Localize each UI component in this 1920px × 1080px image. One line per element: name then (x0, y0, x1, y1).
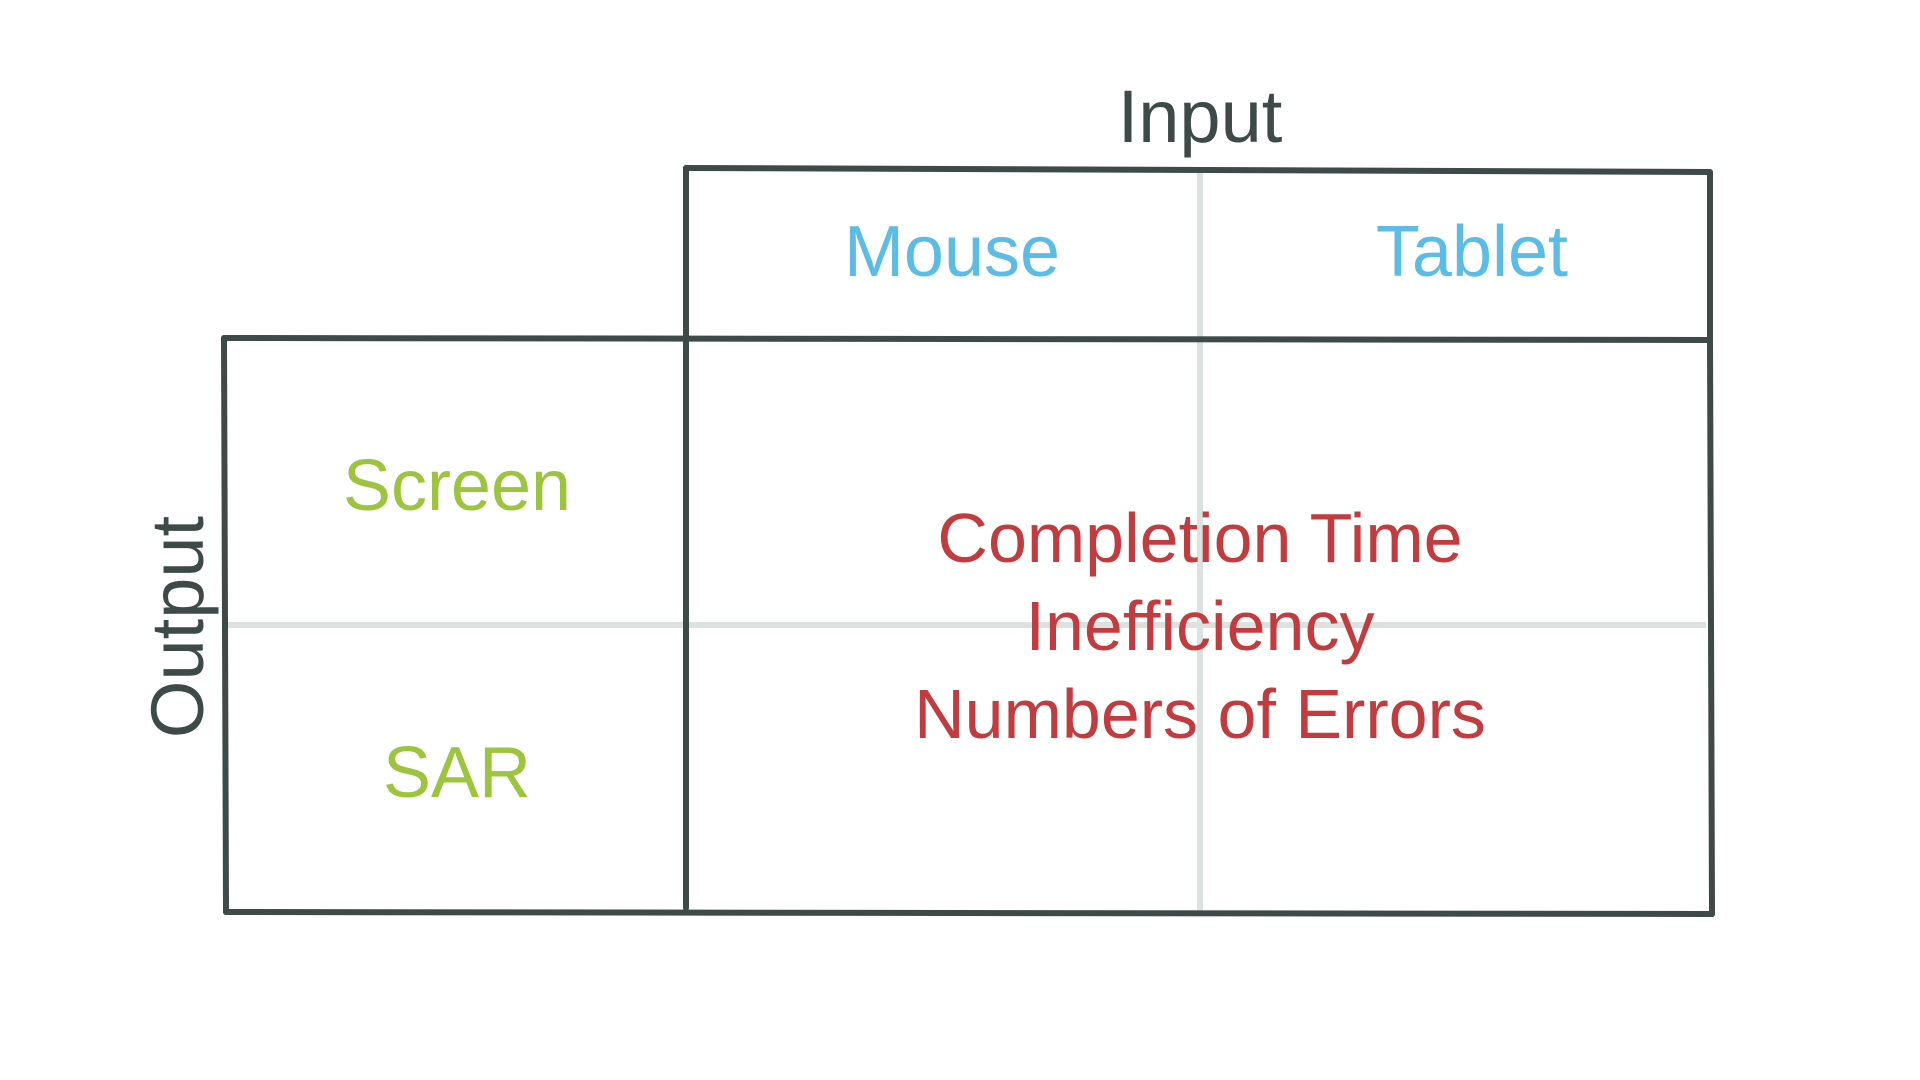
table-right-edge (1707, 337, 1715, 917)
output-condition-screen: Screen (343, 446, 571, 526)
input-condition-tablet: Tablet (1376, 212, 1568, 292)
measure-completion-time: Completion Time (937, 499, 1462, 577)
input-header-box (683, 165, 1713, 343)
table-bottom-line (223, 909, 1715, 917)
input-condition-mouse: Mouse (844, 212, 1060, 292)
output-column-left-edge (221, 335, 229, 915)
measure-inefficiency: Inefficiency (1026, 587, 1375, 665)
input-axis-label: Input (1118, 75, 1283, 158)
header-bottom-line (221, 335, 1713, 343)
measure-number-of-errors: Numbers of Errors (914, 675, 1486, 753)
output-condition-sar: SAR (383, 733, 531, 813)
grid-dividers (228, 172, 1706, 912)
output-axis-label: Output (136, 515, 219, 738)
table-frame (221, 165, 1715, 917)
